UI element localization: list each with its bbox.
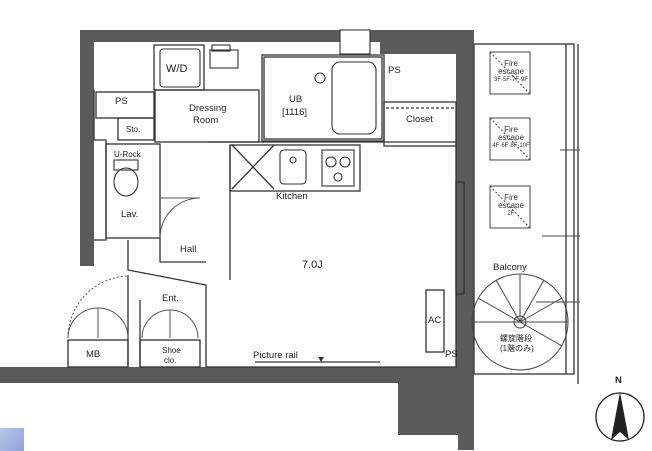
room-label-lav: Lav.	[121, 209, 139, 220]
spiral-stair	[471, 273, 569, 371]
room-label-ps-left: PS	[115, 96, 128, 107]
room-label-sto: Sto.	[126, 125, 141, 134]
corner-swatch	[0, 428, 24, 451]
spiral-stair-label: 螺旋階段	[500, 334, 532, 343]
north-arrow-icon	[595, 392, 645, 442]
fire-escape-3-floors: 2F	[507, 210, 515, 217]
fire-escape-1-floors: 3F·5F·7F·9F	[493, 76, 528, 83]
room-label-dressing: Dressing	[189, 103, 227, 114]
fire-escape-3-title: Fire	[504, 193, 518, 202]
interior-walls	[67, 43, 579, 384]
fire-escape-2-floors: 4F·6F·8F·10F	[492, 142, 530, 149]
room-label-ps-top: PS	[388, 65, 401, 76]
room-label-mb: MB	[86, 349, 101, 360]
room-label-ub-size: [1116]	[282, 107, 308, 118]
room-label-closet: Closet	[406, 114, 433, 125]
fire-escape-3-title-2: escape	[498, 201, 524, 211]
room-label-main: 7.0J	[302, 259, 323, 271]
fire-escape-3: Fire escape 2F	[491, 193, 531, 217]
room-label-dressing-2: Room	[193, 115, 219, 126]
room-label-hall: Hall	[180, 244, 197, 255]
fire-escape-2-title-2: escape	[498, 133, 524, 143]
fire-escape-1-title: Fire	[504, 59, 518, 68]
room-label-ac: AC	[428, 315, 442, 326]
room-label-ub: UB	[289, 94, 303, 105]
room-label-ps-bottom: PS	[445, 349, 458, 360]
fire-escape-2-title: Fire	[504, 125, 518, 134]
room-label-shoe: Shoe	[162, 346, 181, 355]
room-label-picture-rail: Picture rail	[253, 350, 298, 361]
room-label-shoe-2: clo.	[164, 356, 177, 365]
fire-escape-2: Fire escape 4F·6F·8F·10F	[491, 125, 531, 149]
room-label-kitchen: Kitchen	[276, 191, 308, 202]
room-label-balcony: Balcony	[493, 262, 527, 273]
room-label-ent: Ent.	[162, 293, 179, 304]
fire-escape-hatches	[489, 51, 580, 303]
spiral-stair-note: (1階のみ)	[500, 344, 534, 353]
fire-escape-1: Fire escape 3F·5F·7F·9F	[491, 59, 531, 83]
north-label: N	[615, 375, 622, 386]
door-swings	[67, 197, 201, 339]
fixtures	[113, 29, 377, 197]
room-label-urock: U-Rock	[114, 150, 141, 159]
walls	[0, 30, 474, 450]
room-label-wd: W/D	[166, 63, 188, 75]
fire-escape-1-title-2: escape	[498, 67, 524, 77]
picture-rail-marker	[318, 357, 324, 362]
